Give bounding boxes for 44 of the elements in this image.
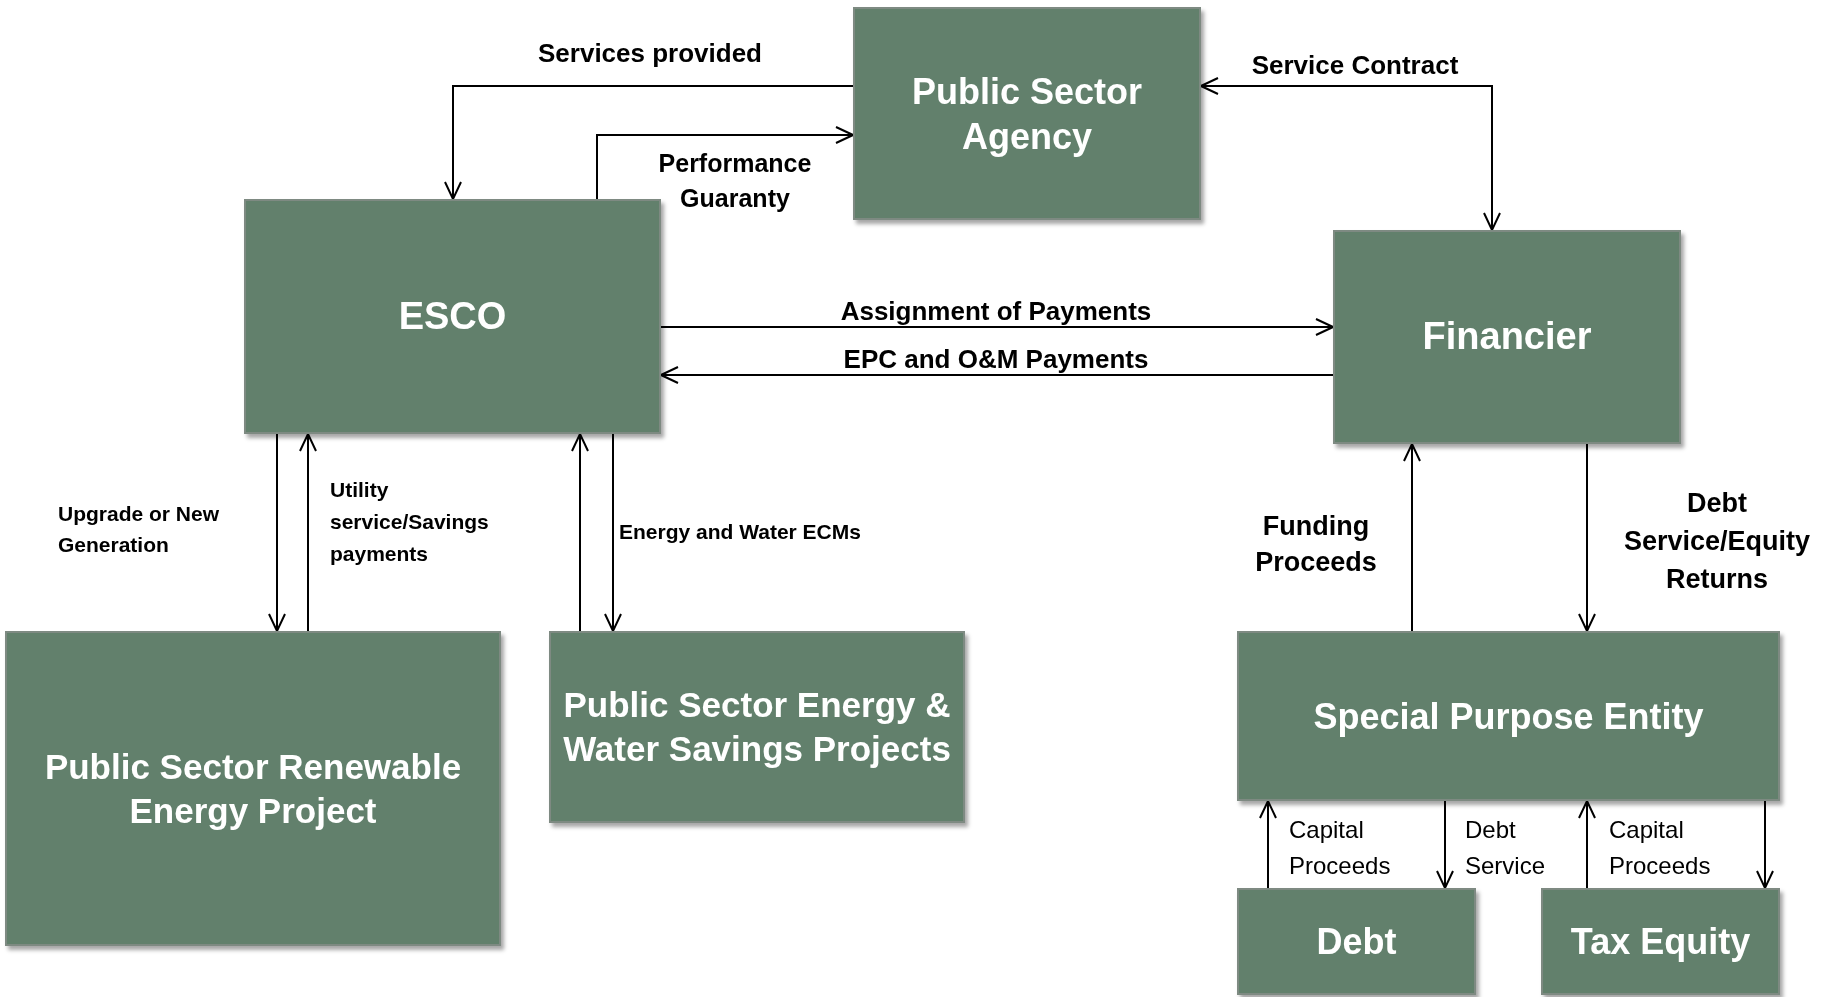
arrow (660, 318, 1334, 336)
arrow (268, 433, 286, 632)
arrow (596, 126, 854, 200)
arrow (571, 433, 589, 632)
process-box (853, 7, 1201, 220)
arrow (1200, 77, 1501, 231)
edge-label: Funding Proceeds (1254, 510, 1378, 579)
edge-label: Services provided (537, 37, 763, 70)
edge-label: Capital Proceeds (1289, 815, 1392, 881)
box-label: Public Sector Renewable Energy Project (43, 745, 463, 832)
process-box (1333, 230, 1681, 444)
process-box (549, 631, 965, 823)
edge-label: Upgrade or New Generation (58, 501, 221, 558)
process-box (1541, 888, 1780, 995)
process-box (5, 631, 501, 946)
process-box (244, 199, 661, 434)
edge-label: Service Contract (1250, 49, 1460, 82)
box-label: Public Sector Energy & Water Savings Projects (562, 684, 952, 770)
process-box (1237, 888, 1476, 995)
box-label: ESCO (398, 293, 507, 339)
box-label: Public Sector Agency (910, 69, 1144, 159)
arrow (1259, 800, 1277, 889)
arrow (299, 433, 317, 632)
box-label: Special Purpose Entity (1313, 694, 1704, 739)
arrow (604, 433, 622, 632)
edge-label: Capital Proceeds (1609, 815, 1712, 881)
process-box (1237, 631, 1780, 801)
box-label: Tax Equity (1570, 920, 1751, 964)
edge-label: Debt Service/Equity Returns (1622, 487, 1812, 596)
edge-label: Energy and Water ECMs (619, 519, 862, 545)
arrow (660, 366, 1334, 384)
edge-label: EPC and O&M Payments (842, 343, 1150, 376)
arrow (1578, 443, 1596, 632)
edge-label: Performance Guaranty (657, 148, 813, 214)
edge-label: Utility service/Savings payments (330, 477, 490, 567)
edge-label: Assignment of Payments (839, 295, 1153, 328)
arrow (1578, 800, 1596, 889)
box-label: Financier (1422, 314, 1592, 360)
edge-label: Debt Service (1465, 815, 1547, 881)
box-label: Debt (1316, 920, 1397, 964)
arrow (1436, 800, 1454, 889)
arrow (1756, 800, 1774, 889)
arrow (1403, 443, 1421, 632)
arrow (444, 85, 854, 200)
